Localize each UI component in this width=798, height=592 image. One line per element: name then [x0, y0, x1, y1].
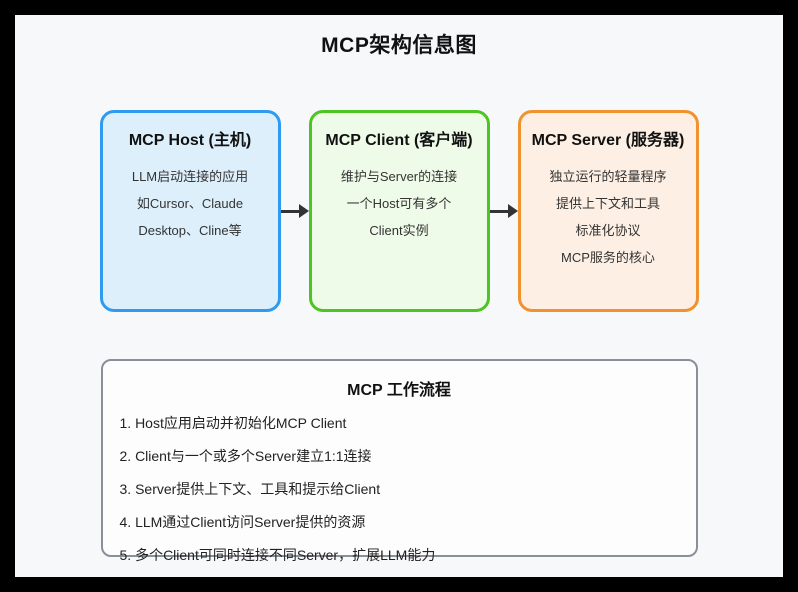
workflow-panel: MCP 工作流程 1. Host应用启动并初始化MCP Client 2. Cl…	[100, 359, 698, 563]
node-description-line: MCP服务的核心	[561, 250, 655, 265]
node-title: MCP Host (主机)	[128, 132, 252, 149]
node-title: MCP Server (服务器)	[531, 132, 685, 149]
arrow-right-icon	[489, 204, 518, 218]
node-mcp-host: MCP Host (主机) LLM启动连接的应用 如Cursor、Claude …	[99, 110, 281, 312]
node-description-line: 如Cursor、Claude	[136, 196, 244, 211]
workflow-step: 5. 多个Client可同时连接不同Server，扩展LLM能力	[119, 547, 436, 563]
node-description-line: 维护与Server的连接	[340, 169, 458, 184]
page-background: MCP架构信息图 MCP Host (主机) LLM启动连接的应用 如Curso…	[15, 15, 783, 577]
node-description-line: 独立运行的轻量程序	[549, 169, 667, 184]
node-description-line: 一个Host可有多个	[346, 196, 452, 211]
workflow-step: 1. Host应用启动并初始化MCP Client	[119, 415, 347, 431]
node-title: MCP Client (客户端)	[325, 132, 473, 149]
arrow-right-icon	[280, 204, 309, 218]
workflow-title: MCP 工作流程	[347, 382, 451, 399]
node-mcp-client: MCP Client (客户端) 维护与Server的连接 一个Host可有多个…	[308, 110, 490, 312]
node-description-line: Desktop、Cline等	[138, 223, 242, 238]
node-description-line: 提供上下文和工具	[555, 196, 660, 211]
node-description-line: 标准化协议	[575, 223, 641, 238]
workflow-step: 2. Client与一个或多个Server建立1:1连接	[119, 448, 372, 464]
arrow-head	[507, 204, 518, 218]
arrow-line	[489, 209, 510, 213]
workflow-step: 3. Server提供上下文、工具和提示给Client	[119, 481, 381, 497]
workflow-step: 4. LLM通过Client访问Server提供的资源	[119, 514, 366, 530]
node-description-line: LLM启动连接的应用	[131, 169, 249, 184]
arrow-head	[298, 204, 309, 218]
architecture-flow: MCP Host (主机) LLM启动连接的应用 如Cursor、Claude …	[15, 110, 783, 312]
workflow-steps-list: 1. Host应用启动并初始化MCP Client 2. Client与一个或多…	[103, 414, 696, 565]
node-mcp-server: MCP Server (服务器) 独立运行的轻量程序 提供上下文和工具 标准化协…	[517, 110, 699, 312]
page-title: MCP架构信息图	[321, 34, 477, 57]
arrow-line	[280, 209, 301, 213]
node-description-line: Client实例	[369, 223, 429, 238]
